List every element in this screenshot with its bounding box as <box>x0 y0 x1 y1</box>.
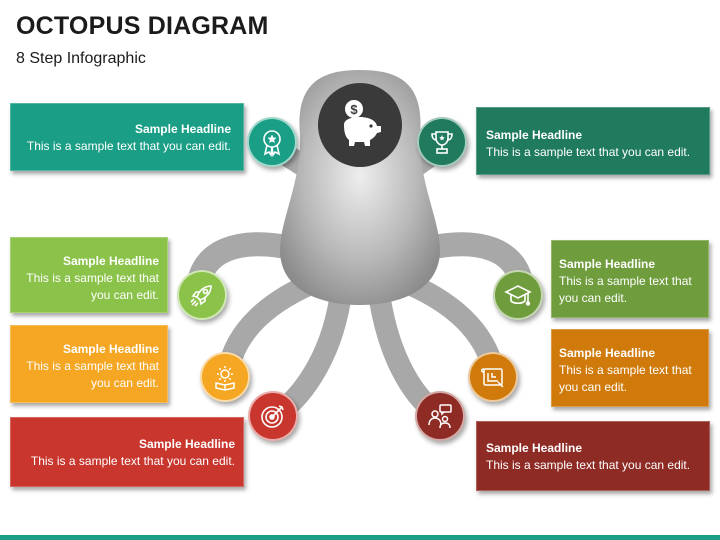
trophy-icon <box>431 131 453 154</box>
step-box-4: Sample Headline This is a sample text th… <box>551 240 709 318</box>
badge-icon <box>263 130 281 157</box>
step-icon-circle-4 <box>493 270 543 320</box>
step-text: This is a sample text that you can edit. <box>486 458 691 472</box>
step-text: This is a sample text that you can edit. <box>26 139 231 153</box>
step-box-6: Sample Headline This is a sample text th… <box>551 329 709 407</box>
gear-book-icon <box>215 366 235 391</box>
step-icon-circle-3 <box>177 270 227 320</box>
step-headline: Sample Headline <box>62 254 159 268</box>
step-icon-circle-5 <box>200 352 250 402</box>
step-icon-circle-2 <box>417 117 467 167</box>
step-headline: Sample Headline <box>559 346 656 360</box>
step-box-1: Sample Headline This is a sample text th… <box>10 103 244 171</box>
step-headline: Sample Headline <box>62 342 159 356</box>
step-headline: Sample Headline <box>559 257 656 271</box>
rocket-icon <box>190 285 212 307</box>
step-text: This is a sample text that you can edit. <box>559 274 692 305</box>
piggy-bank-dollar-icon: $ <box>330 95 390 155</box>
step-icon-circle-6 <box>468 352 518 402</box>
target-icon <box>261 405 284 428</box>
step-text: This is a sample text that you can edit. <box>30 454 235 468</box>
step-box-7: Sample Headline This is a sample text th… <box>10 417 244 487</box>
step-headline: Sample Headline <box>486 441 583 455</box>
step-box-2: Sample Headline This is a sample text th… <box>476 107 710 175</box>
step-headline: Sample Headline <box>486 128 583 142</box>
step-headline: Sample Headline <box>138 437 235 451</box>
step-text: This is a sample text that you can edit. <box>26 359 159 390</box>
step-text: This is a sample text that you can edit. <box>486 145 691 159</box>
bottom-accent-bar <box>0 535 720 540</box>
blueprint-icon <box>481 368 504 388</box>
step-text: This is a sample text that you can edit. <box>559 363 692 394</box>
step-icon-circle-1 <box>247 117 297 167</box>
svg-text:$: $ <box>350 102 358 117</box>
meeting-icon <box>428 404 452 429</box>
step-box-5: Sample Headline This is a sample text th… <box>10 325 168 403</box>
step-icon-circle-7 <box>248 391 298 441</box>
step-box-3: Sample Headline This is a sample text th… <box>10 237 168 313</box>
step-box-8: Sample Headline This is a sample text th… <box>476 421 710 491</box>
page-subtitle: 8 Step Infographic <box>16 50 146 67</box>
page-title: OCTOPUS DIAGRAM <box>16 12 269 40</box>
graduation-cap-icon <box>504 285 532 306</box>
step-icon-circle-8 <box>415 391 465 441</box>
step-text: This is a sample text that you can edit. <box>26 271 159 302</box>
step-headline: Sample Headline <box>134 122 231 136</box>
